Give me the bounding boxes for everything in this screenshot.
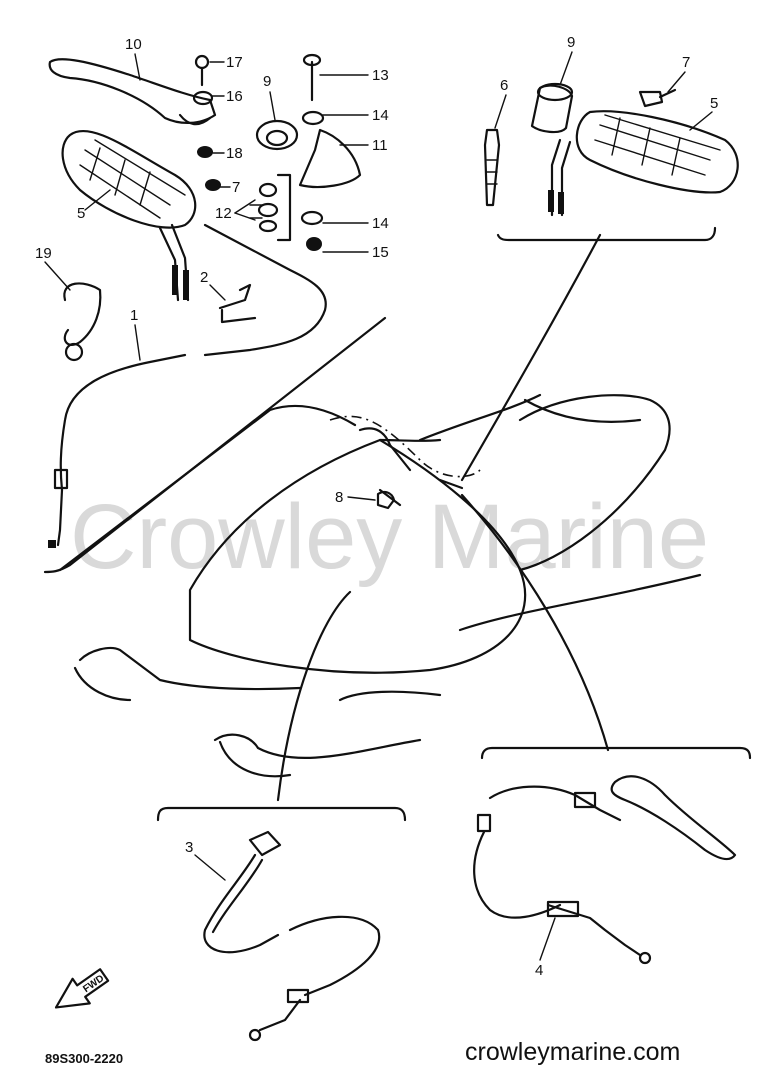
callout-11: 11 [372, 137, 388, 154]
callout-16: 16 [226, 88, 243, 105]
callout-12: 12 [215, 205, 232, 222]
panel-border-left [43, 316, 387, 574]
callout-2: 2 [200, 269, 208, 286]
cable-4-illustration [473, 775, 737, 965]
callout-14-bottom: 14 [372, 215, 389, 232]
callout-17: 17 [226, 54, 243, 71]
callout-9-right: 9 [567, 34, 575, 51]
callout-10: 10 [125, 36, 142, 53]
callout-1: 1 [130, 307, 138, 324]
leader-line [460, 233, 602, 482]
callout-19: 19 [35, 245, 52, 262]
leader-line [276, 590, 352, 802]
watermark: Crowley Marine [70, 486, 709, 588]
leader-line [460, 493, 610, 752]
cable-3-illustration [203, 830, 381, 1042]
callout-3: 3 [185, 839, 193, 856]
callout-7-right: 7 [682, 54, 690, 71]
callout-7-left: 7 [232, 179, 240, 196]
diagram-code: 89S300-2220 [45, 1051, 123, 1066]
panel-border-right [496, 226, 717, 242]
leader-line [58, 404, 357, 572]
callout-18: 18 [226, 145, 243, 162]
callout-15: 15 [372, 244, 389, 261]
callout-8: 8 [335, 489, 343, 506]
callout-14-top: 14 [372, 107, 389, 124]
right-handlebar-group [483, 82, 739, 217]
callout-9-left: 9 [263, 73, 271, 90]
forward-arrow-icon: FWD [54, 968, 110, 1009]
left-handlebar-group [48, 53, 362, 548]
panel-border-bottom-right [480, 746, 752, 760]
callout-5-left: 5 [77, 205, 85, 222]
callout-6: 6 [500, 77, 508, 94]
panel-border-bottom-left [156, 806, 407, 822]
callout-labels: 10 17 16 18 9 13 14 11 5 7 12 14 15 19 2… [35, 34, 718, 979]
website-label: crowleymarine.com [465, 1038, 680, 1066]
callout-5-right: 5 [710, 95, 718, 112]
snowmobile-illustration [73, 393, 702, 778]
callout-13: 13 [372, 67, 389, 84]
callout-4: 4 [535, 962, 543, 979]
